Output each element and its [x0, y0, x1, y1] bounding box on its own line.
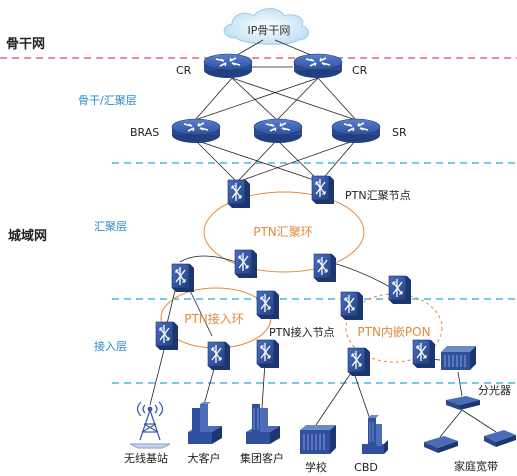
ptn-agg-ring-label: PTN汇聚环: [253, 225, 313, 239]
home-modem-right-icon: [484, 430, 516, 447]
big-customer-building-icon: [188, 402, 222, 444]
router-cr-left[interactable]: [203, 53, 253, 79]
cr-right-label: CR: [352, 64, 368, 77]
olt-rack-icon: [441, 346, 476, 370]
router-cr-right[interactable]: [293, 53, 343, 79]
ptn-access-node[interactable]: [256, 290, 280, 320]
layer-backbone-aggregation-label: 骨干/汇聚层: [78, 94, 137, 107]
ptn-aggregation-ring: [203, 191, 365, 273]
layer-access-label: 接入层: [94, 340, 127, 353]
bras-label: BRAS: [130, 126, 159, 139]
ptn-access-ring-node-bottom[interactable]: [207, 341, 231, 371]
home-modem-left-icon: [424, 436, 458, 453]
big-customer-label: 大客户: [188, 451, 221, 465]
ptn-pon-node-top[interactable]: [388, 275, 412, 305]
region-metro-label: 城域网: [8, 228, 47, 244]
core-links: [149, 39, 497, 438]
ptn-access-ring-node-left[interactable]: [155, 321, 179, 351]
base-station-icon: [129, 401, 171, 449]
group-customer-label: 集团客户: [240, 451, 284, 465]
router-middle[interactable]: [253, 118, 303, 144]
ptn-agg-ring-node-left[interactable]: [234, 249, 258, 279]
cr-left-label: CR: [176, 64, 192, 77]
ptn-pon-label: PTN内嵌PON: [357, 325, 430, 339]
router-bras[interactable]: [171, 118, 221, 144]
layer-aggregation-label: 汇聚层: [94, 220, 127, 233]
ptn-agg-node-left[interactable]: [227, 179, 251, 209]
sr-label: SR: [392, 126, 407, 139]
group-customer-building-icon: [246, 404, 280, 444]
cloud-label: IP骨干网: [248, 24, 291, 37]
router-sr[interactable]: [331, 118, 381, 144]
home-broadband-label: 家庭宽带: [454, 459, 498, 473]
ptn-access-ring-node-right[interactable]: [256, 339, 280, 369]
ptn-pon-node-bottom[interactable]: [347, 347, 371, 377]
wireless-base-station-label: 无线基站: [124, 451, 168, 465]
ptn-access-ring-label: PTN接入环: [184, 311, 244, 326]
school-building-icon: [300, 425, 336, 454]
cbd-label: CBD: [354, 461, 378, 474]
cbd-building-icon: [362, 415, 388, 454]
region-backbone-label: 骨干网: [6, 37, 45, 52]
ptn-pon-node-left[interactable]: [340, 291, 364, 321]
ptn-agg-node-right[interactable]: [311, 175, 335, 205]
splitter-icon: [446, 396, 480, 410]
ptn-pon-node-right[interactable]: [412, 339, 436, 369]
splitter-label: 分光器: [478, 383, 511, 397]
ptn-access-ring-node-top[interactable]: [171, 263, 195, 293]
school-label: 学校: [305, 460, 327, 474]
ptn-access-node-label: PTN接入节点: [269, 326, 335, 339]
ptn-agg-node-label: PTN汇聚节点: [345, 189, 411, 202]
ptn-agg-ring-node-right[interactable]: [313, 253, 337, 283]
ip-backbone-cloud: [223, 8, 309, 45]
